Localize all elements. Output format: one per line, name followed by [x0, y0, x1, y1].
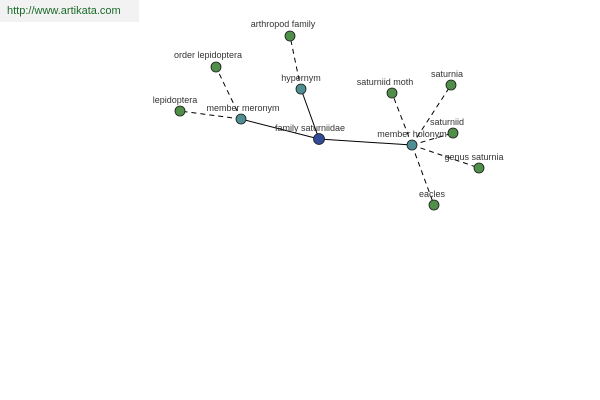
node-saturniid[interactable]: saturniid: [430, 117, 464, 139]
edge-member-holonym-to-saturnia: [411, 84, 452, 146]
edge-member-meronym-to-lepidoptera: [179, 110, 242, 120]
node-eacles-dot[interactable]: [428, 199, 440, 211]
node-arthropod-family-dot[interactable]: [284, 30, 296, 42]
node-order-lepidoptera-label[interactable]: order lepidoptera: [174, 50, 242, 60]
edge-family-saturniidae-to-hypernym: [300, 88, 320, 140]
node-lepidoptera[interactable]: lepidoptera: [153, 95, 198, 117]
edge-member-holonym-to-saturniid-moth: [391, 92, 413, 146]
node-lepidoptera-dot[interactable]: [174, 105, 186, 117]
node-saturniid-moth[interactable]: saturniid moth: [357, 77, 414, 99]
site-url-banner[interactable]: http://www.artikata.com: [0, 0, 139, 22]
node-hypernym-label[interactable]: hypernym: [281, 73, 321, 83]
node-member-meronym[interactable]: member meronym: [206, 103, 280, 125]
graph-nodes: family saturniidae hypernym member meronym…: [153, 19, 504, 211]
node-saturnia-label[interactable]: saturnia: [431, 69, 463, 79]
node-hypernym-dot[interactable]: [295, 83, 307, 95]
node-eacles[interactable]: eacles: [419, 189, 446, 211]
node-family-saturniidae-dot[interactable]: [313, 133, 325, 145]
node-arthropod-family-label[interactable]: arthropod family: [251, 19, 316, 29]
node-saturniid-label[interactable]: saturniid: [430, 117, 464, 127]
node-genus-saturnia[interactable]: genus saturnia: [444, 152, 504, 174]
node-saturniid-moth-label[interactable]: saturniid moth: [357, 77, 414, 87]
node-arthropod-family[interactable]: arthropod family: [251, 19, 316, 42]
node-member-holonym-dot[interactable]: [406, 139, 418, 151]
node-lepidoptera-label[interactable]: lepidoptera: [153, 95, 198, 105]
node-hypernym[interactable]: hypernym: [281, 73, 321, 95]
node-member-holonym-label[interactable]: member holonym: [377, 129, 447, 139]
node-member-meronym-label[interactable]: member meronym: [206, 103, 279, 113]
edge-member-meronym-to-order-lepidoptera: [215, 66, 242, 120]
node-saturniid-moth-dot[interactable]: [386, 87, 398, 99]
graph-edges: [179, 35, 480, 206]
node-member-meronym-dot[interactable]: [235, 113, 247, 125]
edge-member-holonym-to-genus-saturnia: [411, 144, 480, 169]
edge-family-saturniidae-to-member-meronym: [240, 118, 320, 140]
node-saturniid-dot[interactable]: [447, 127, 459, 139]
node-member-holonym[interactable]: member holonym: [377, 129, 447, 151]
edge-member-holonym-to-saturniid: [411, 132, 454, 146]
edge-family-saturniidae-to-member-holonym: [318, 138, 413, 146]
node-saturnia-dot[interactable]: [445, 79, 457, 91]
node-family-saturniidae-label[interactable]: family saturniidae: [275, 123, 345, 133]
node-eacles-label[interactable]: eacles: [419, 189, 446, 199]
node-order-lepidoptera-dot[interactable]: [210, 61, 222, 73]
node-order-lepidoptera[interactable]: order lepidoptera: [174, 50, 242, 73]
edge-hypernym-to-arthropod-family: [289, 35, 302, 90]
edge-member-holonym-to-eacles: [411, 144, 435, 206]
node-genus-saturnia-dot[interactable]: [473, 162, 485, 174]
node-saturnia[interactable]: saturnia: [431, 69, 463, 91]
node-genus-saturnia-label[interactable]: genus saturnia: [444, 152, 503, 162]
node-family-saturniidae[interactable]: family saturniidae: [275, 123, 345, 145]
site-url-text[interactable]: http://www.artikata.com: [7, 5, 121, 17]
